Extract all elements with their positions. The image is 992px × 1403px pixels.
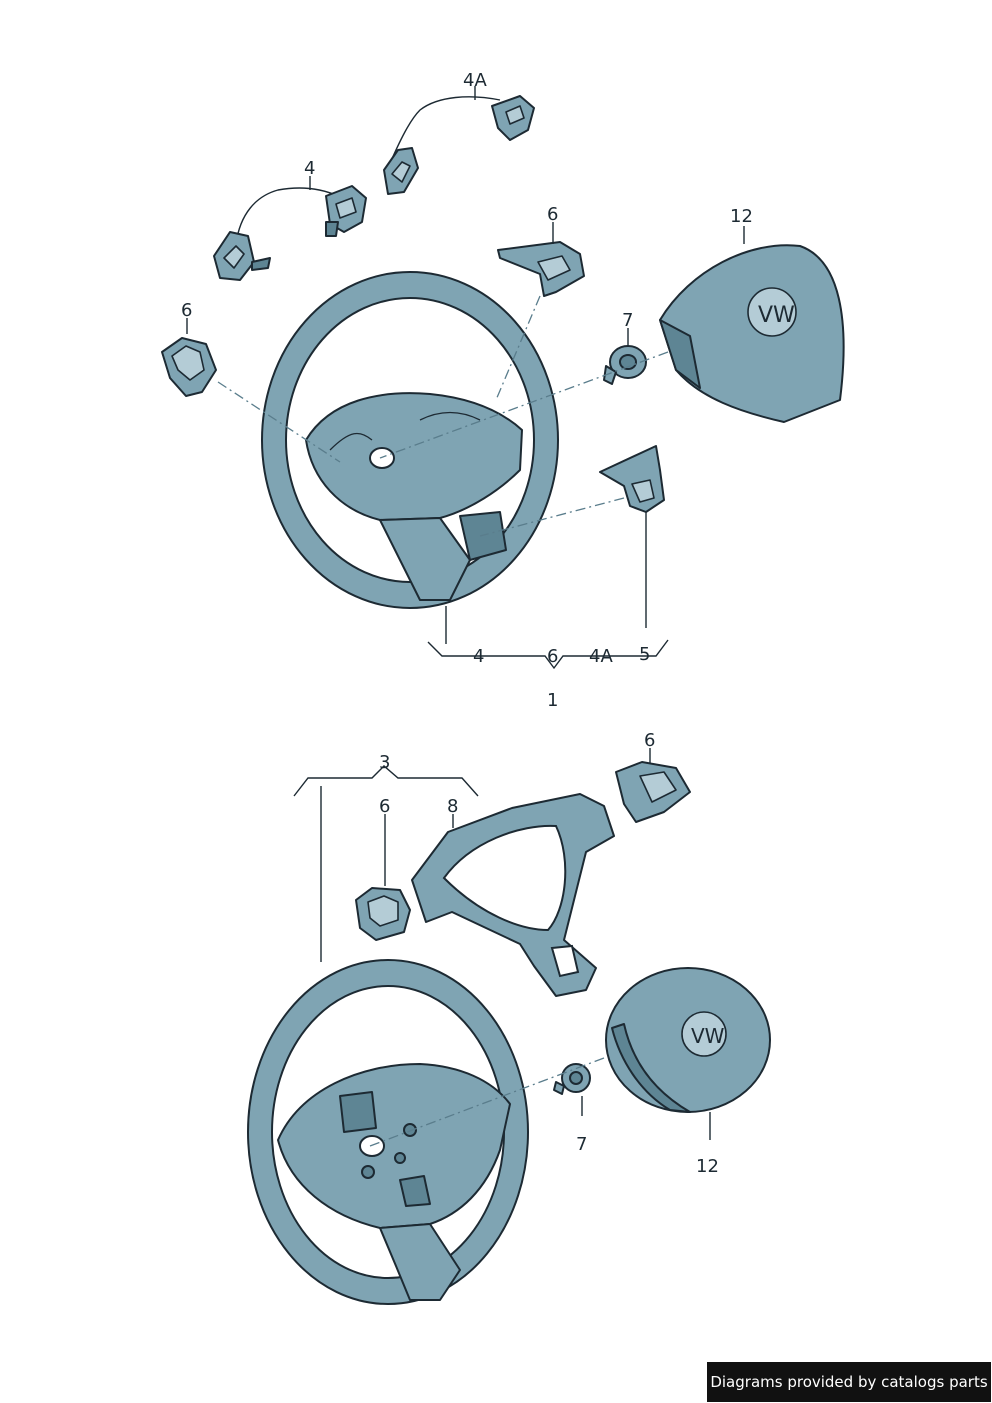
switch-harness-4 (213, 185, 367, 281)
leader-lines-top (186, 86, 745, 670)
airbag-unit-12-top: VW (659, 244, 845, 423)
assembly-axis-bottom (369, 1057, 605, 1147)
svg-text:VW: VW (758, 303, 795, 328)
bolt-7-bottom (553, 1063, 591, 1095)
callout-7-top: 7 (622, 310, 633, 331)
switch-harness-4a (383, 95, 535, 195)
switch-module-6-bottom-right (615, 761, 691, 823)
callout-4-top: 4 (304, 158, 315, 179)
cover-5 (599, 445, 665, 513)
assembly-axes-top (217, 295, 669, 537)
steering-wheel-top (261, 271, 559, 609)
switch-module-6-bottom-left (355, 887, 411, 941)
callout-6-bottom-left: 6 (379, 796, 390, 817)
switch-module-6-top-left (161, 337, 217, 397)
callout-7-bottom: 7 (576, 1134, 587, 1155)
callout-assembly-3: 3 (379, 752, 390, 773)
callout-12-bottom: 12 (696, 1156, 719, 1177)
callout-bracket-6: 6 (547, 646, 558, 667)
callout-6-top-left: 6 (181, 300, 192, 321)
callout-8-bottom: 8 (447, 796, 458, 817)
callout-bracket-4: 4 (473, 646, 484, 667)
steering-wheel-bottom (247, 959, 529, 1305)
leader-lines-bottom (293, 748, 711, 1140)
switch-module-6-top-right (497, 241, 585, 297)
credit-banner: Diagrams provided by catalogs parts (707, 1362, 991, 1402)
callout-4a-top: 4A (463, 70, 487, 91)
callout-6-bottom-top: 6 (644, 730, 655, 751)
callout-12-top: 12 (730, 206, 753, 227)
callout-bracket-4a: 4A (589, 646, 613, 667)
airbag-unit-12-bottom: VW (605, 967, 771, 1113)
callout-6-top-right: 6 (547, 204, 558, 225)
trim-frame-8 (411, 793, 615, 997)
callout-assembly-1: 1 (547, 690, 558, 711)
callout-bracket-5: 5 (639, 644, 650, 665)
bolt-7-top (603, 345, 647, 385)
svg-text:VW: VW (691, 1024, 725, 1048)
